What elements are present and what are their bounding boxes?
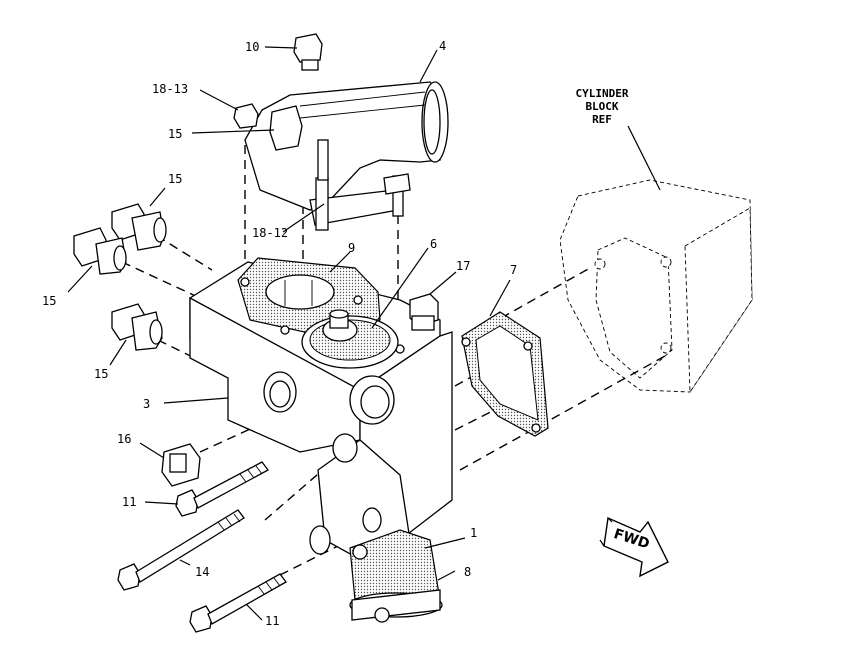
callout-labels: 10 4 18-13 15 15 18-12 9 6 17 7 15 15 3 … <box>42 39 517 628</box>
callout-7: 7 <box>510 263 517 277</box>
plug-10 <box>293 33 323 71</box>
callout-17: 17 <box>456 259 470 273</box>
bolt-11-upper <box>175 461 269 517</box>
callout-14: 14 <box>195 565 209 579</box>
callout-10: 10 <box>245 40 259 54</box>
callout-9: 9 <box>348 241 355 255</box>
callout-18-12: 18-12 <box>252 226 288 240</box>
plug-15-upper <box>111 203 167 251</box>
cylinder-block-ref-label: CYLINDER BLOCK REF <box>576 87 629 126</box>
gasket-7 <box>461 311 549 437</box>
callout-3: 3 <box>143 397 150 411</box>
callout-4: 4 <box>439 39 446 53</box>
forward-arrow: FWD <box>599 516 669 578</box>
ref-line-1: CYLINDER <box>576 87 629 100</box>
callout-8: 8 <box>464 565 471 579</box>
callout-15-left: 15 <box>42 294 56 308</box>
hose-and-clamp <box>349 529 443 623</box>
bolt-18-13 <box>233 103 259 129</box>
callout-6: 6 <box>430 237 437 251</box>
plug-15-top <box>269 105 303 151</box>
callout-11-upper: 11 <box>122 495 136 509</box>
callout-15-lower: 15 <box>94 367 108 381</box>
elbow-outlet <box>244 81 449 231</box>
callout-16: 16 <box>117 432 131 446</box>
housing-body <box>189 257 453 566</box>
ref-line-3: REF <box>592 113 612 126</box>
cylinder-block-ghost <box>559 179 753 394</box>
bolt-11-lower <box>189 573 287 633</box>
callout-11-lower: 11 <box>265 614 279 628</box>
plug-16 <box>161 443 201 487</box>
callout-15-upper: 15 <box>168 172 182 186</box>
bolt-14 <box>117 509 245 591</box>
callout-1: 1 <box>470 526 477 540</box>
leader-lines <box>67 46 661 621</box>
plug-17 <box>409 293 439 331</box>
callout-15-top: 15 <box>168 127 182 141</box>
callout-18-13: 18-13 <box>152 82 188 96</box>
plug-15-left <box>73 227 127 275</box>
plug-15-lower <box>111 303 163 351</box>
ref-line-2: BLOCK <box>585 100 618 113</box>
